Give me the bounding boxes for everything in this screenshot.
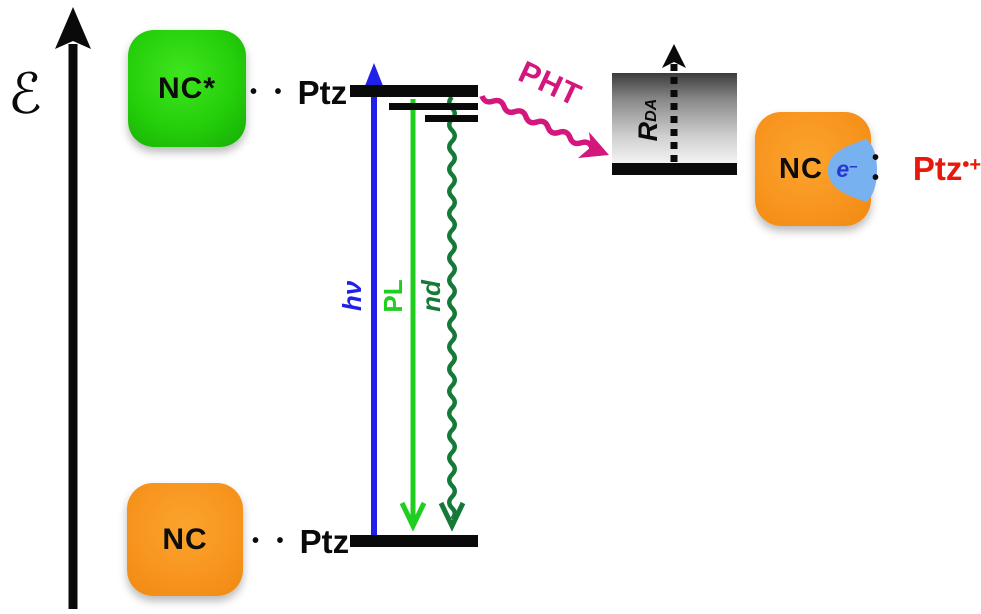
electron-label: e– (836, 156, 858, 182)
pl-arrowhead-icon (399, 501, 427, 532)
ground-state-label: NC (162, 522, 208, 556)
excitation-label: hν (336, 280, 367, 312)
trap-level-bar-2 (425, 115, 478, 122)
excited-level-bar (350, 85, 478, 97)
excited-state-box: NC* (128, 30, 246, 147)
charge-separated-nc-label: NC (779, 152, 823, 185)
radical-cation-group: • • Ptz•+ (872, 145, 981, 191)
nonradiative-arrowhead-icon (438, 501, 466, 532)
energy-axis-arrowhead-icon (55, 7, 91, 49)
excited-partner-label: Ptz (297, 73, 348, 111)
acceptor-level (612, 73, 737, 175)
separation-dots: • • (872, 147, 886, 189)
separation-dots: • • (250, 81, 288, 103)
ground-partner-label: Ptz (299, 522, 350, 560)
trap-level-bar-1 (389, 103, 478, 110)
acceptor-level-bar (612, 163, 737, 175)
distance-arrowhead-icon (662, 44, 686, 68)
nonradiative-decay-label: nd (415, 280, 446, 312)
hole-transfer-label: PHT (513, 53, 588, 114)
excitation-arrowhead-icon (361, 63, 387, 96)
acceptor-level-gradient (612, 73, 737, 163)
ground-state-box: NC (127, 483, 243, 596)
separation-dots: • • (252, 530, 290, 552)
energy-axis-label: ℰ (8, 62, 42, 127)
excited-state-label: NC* (157, 71, 216, 105)
ground-level-bar (350, 535, 478, 547)
hole-transfer-arrowhead-icon (578, 132, 609, 158)
radical-cation-charge: •+ (962, 153, 981, 176)
radical-cation-label: Ptz•+ (912, 149, 981, 187)
excited-partner-group: • • Ptz (250, 72, 347, 112)
ground-partner-group: • • Ptz (252, 521, 349, 561)
